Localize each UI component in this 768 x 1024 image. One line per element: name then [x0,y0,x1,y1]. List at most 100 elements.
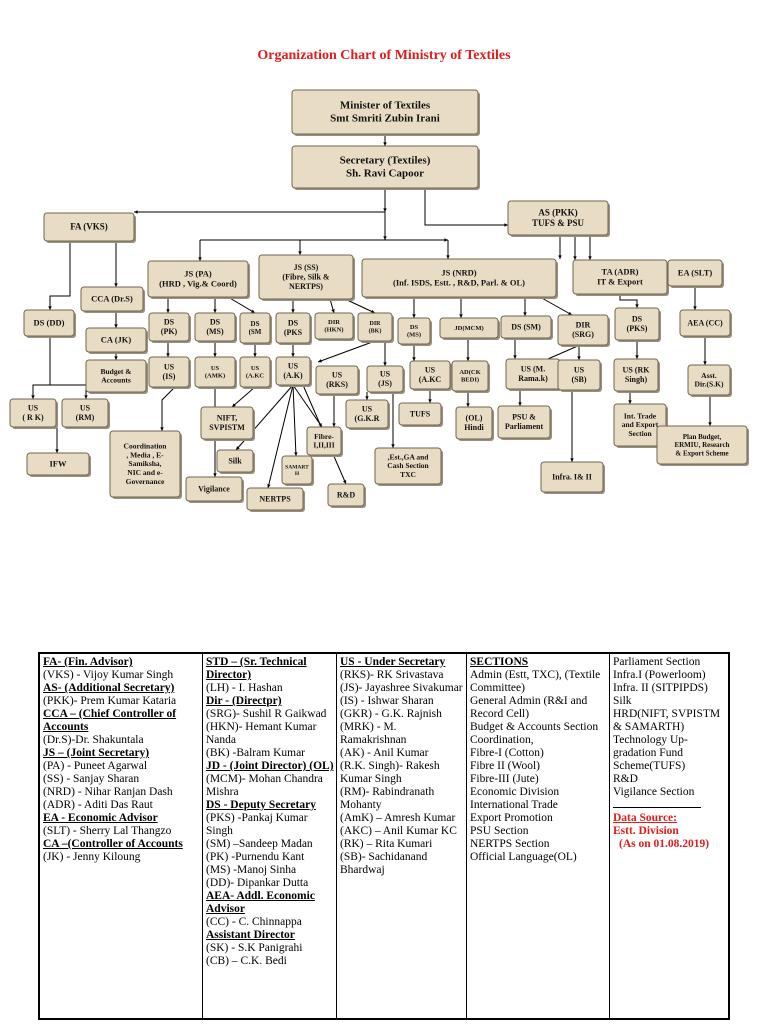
node-ds-ms: DS(MS) [194,312,237,343]
arrowhead [412,357,416,361]
node-jd-mcm: JD(MCM) [439,317,500,340]
arrowhead [708,422,712,426]
arrowhead [166,309,170,313]
node-label: Minister of Textiles [340,100,431,112]
legend-entry: Fibre II (Wool) [470,760,540,772]
arrowhead [588,256,592,260]
node-label: Singh) [625,375,648,384]
legend-heading: Dir - (Directpr) [206,695,282,707]
node-label: Dir.(S.K) [695,380,724,389]
legend-entry: International Trade [470,799,558,811]
node-label: AD(CK [459,369,480,376]
node-label: IFW [50,458,68,468]
node-ea-slt: EA (SLT) [667,259,724,288]
arrowhead [166,353,170,357]
node-label: (SM [249,328,262,336]
legend-entry: Coordination, [470,734,534,746]
legend-entry: (IS) - Ishwar Sharan [340,695,434,707]
node-label: I,II,III [313,441,334,450]
node-box [409,360,451,390]
node-box [147,260,249,298]
node-label: JD(MCM) [454,325,483,332]
arrowhead [383,142,387,146]
node-box [85,327,147,353]
legend-entry: (DD)- Dipankar Dutta [206,877,309,889]
arrowhead [371,309,375,314]
arrowhead [291,309,295,313]
connector-line [619,294,638,308]
node-label: Asst. [701,371,717,380]
arrowhead [428,399,432,403]
legend-heading: CA –(Controller of Accounts [43,838,183,850]
node-label: Smt Smriti Zubin Irani [330,113,440,125]
arrowhead [160,427,164,431]
node-box [80,286,144,312]
node-label: JS (PA) [184,268,212,278]
arrowhead [635,355,639,359]
node-ca-jk: CA (JK) [85,327,148,354]
node-label: Parliament [505,422,544,431]
node-label: H [295,471,300,477]
node-label: IT & Export [597,276,643,286]
legend-entry: (SM) –Sandeep Madan [206,838,313,850]
legend-entry: (CB) – C.K. Bedi [206,955,287,967]
arrowhead [55,449,59,453]
legend-column-under-secretaries: US - Under Secretary(RKS)- RK Srivastava… [337,654,467,1018]
legend-column-designations: FA- (Fin. Advisor)(VKS) - Vijoy Kumar Si… [40,654,203,1018]
legend-entry: (RKS)- RK Srivastava [340,669,444,681]
arrowhead [444,238,448,242]
legend-heading: JS – (Joint Secretary) [43,747,150,759]
node-ds-pks: DS(PKS) [614,307,661,342]
node-us-is: US(IS) [148,356,191,389]
connector-line [50,384,87,399]
node-box [500,315,552,339]
node-us-ak: US(A.K) [275,356,312,387]
arrowhead [466,357,470,361]
legend-entry: (PKK)- Prem Kumar Kataria [43,695,177,707]
node-label: (BK) [369,327,382,334]
legend-entry: Technology Up- gradation Fund Scheme(TUF… [613,734,688,772]
legend-entry: Official Language(OL) [470,851,577,863]
node-us-rm: US(RM) [61,398,110,429]
node-js-pa: JS (PA)(HRD , Vig.& Coord) [147,260,250,299]
node-label: NIC and e- [127,468,163,477]
node-box [258,254,354,300]
node-box [239,356,271,388]
legend-entry: (MS) -Manoj Sinha [206,864,297,876]
legend-heading: STD – (Sr. Technical Director) [206,656,307,681]
arrowhead [114,283,118,287]
node-label: CA (JK) [101,334,132,344]
legend-entry: (LH) - I. Hashan [206,682,283,694]
arrowhead [84,395,88,399]
node-label: JS (NRD) [441,267,476,277]
legend-entry: (PK) -Purnendu Kant [206,851,305,863]
arrowhead [523,312,527,316]
node-label: Accounts [101,376,131,385]
legend-entry: (SB)- Sachidanand Bhardwaj [340,851,428,876]
legend-entry: PSU Section [470,825,529,837]
node-label: (RM) [76,413,95,422]
node-label: US [164,363,175,372]
node-label: (MS) [407,332,421,339]
node-label: (MS) [206,327,224,336]
arrowhead [628,400,632,404]
node-label: DS (DD) [34,317,65,327]
node-label: (PKS [284,328,303,337]
node-label: (G.K.R [355,414,380,423]
node-label: DS (SM) [511,322,541,331]
data-source-label: Data Source: [613,812,677,824]
arrowhead [504,223,508,227]
node-label: TXC [400,470,416,479]
node-label: (OL) [466,414,483,423]
node-nertps: NERTPS [246,487,305,512]
node-label: EA (SLT) [678,267,713,277]
arrowhead [267,484,271,488]
arrowhead [383,208,387,212]
connector-line [344,298,376,314]
node-box [85,359,147,393]
node-rnd: R&D [327,483,366,508]
legend-heading: SECTIONS [470,656,529,668]
connector-line [32,336,51,399]
